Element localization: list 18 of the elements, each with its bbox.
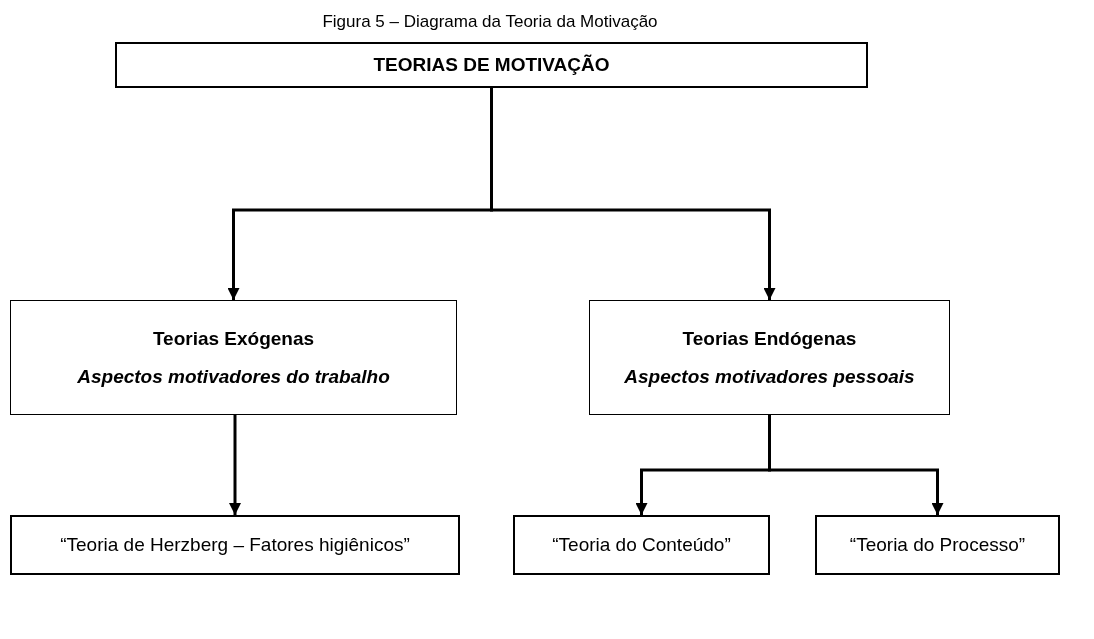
box-heading: TEORIAS DE MOTIVAÇÃO: [373, 54, 610, 76]
text-box: [10, 300, 457, 415]
text-box: [589, 300, 950, 415]
arrow: [768, 415, 944, 515]
box-subtitle: Aspectos motivadores pessoais: [624, 365, 915, 388]
box-text: “Teoria do Processo”: [849, 534, 1026, 556]
text-box: [115, 42, 868, 88]
box-subtitle: Aspectos motivadores do trabalho: [77, 365, 390, 388]
text-box: [10, 515, 460, 575]
box-text: “Teoria do Conteúdo”: [552, 534, 731, 556]
arrow: [229, 415, 241, 515]
box-text: “Teoria de Herzberg – Fatores higiênicos”: [60, 534, 410, 556]
arrow: [490, 88, 776, 300]
text-box: [513, 515, 770, 575]
box-heading: Teorias Endógenas: [682, 327, 857, 350]
figure-title: Figura 5 – Diagrama da Teoria da Motivação: [321, 12, 659, 32]
box-heading: Teorias Exógenas: [152, 327, 315, 350]
text-box: [815, 515, 1060, 575]
